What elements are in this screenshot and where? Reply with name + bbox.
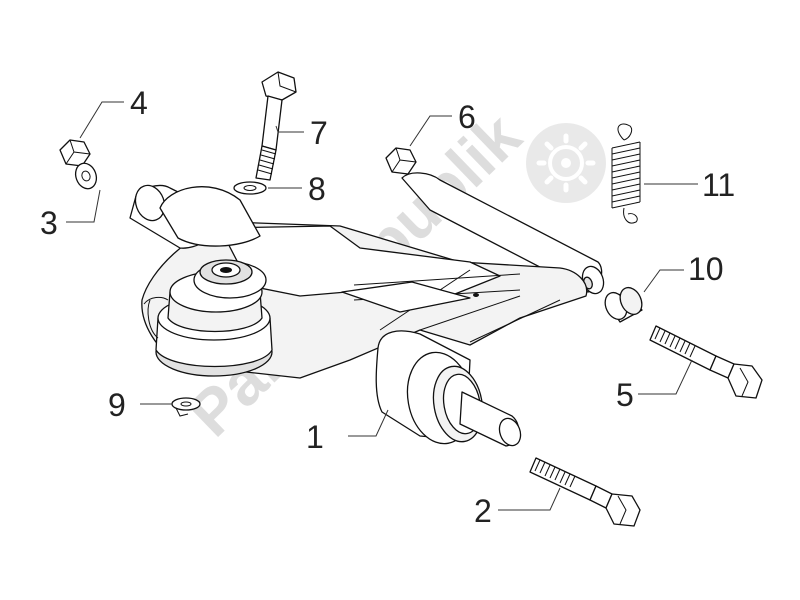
- spacer-10: [604, 286, 643, 323]
- clip-9: [171, 397, 201, 417]
- nut-4: [59, 139, 91, 167]
- callout-11: 11: [702, 167, 735, 203]
- bolt-7: [255, 71, 297, 181]
- bolt-2: [529, 457, 641, 527]
- swing-arm: [129, 172, 605, 447]
- leader-3: [66, 189, 101, 223]
- spring-11: [611, 123, 641, 224]
- leader-4: [79, 101, 124, 139]
- leader-10: [643, 269, 684, 293]
- callout-7: 7: [310, 115, 328, 151]
- washer-3: [74, 162, 98, 190]
- callout-labels: 1 2 3 4 5 6 7 8 9 10 11: [40, 85, 735, 529]
- callout-5: 5: [616, 377, 634, 413]
- callout-2: 2: [474, 493, 492, 529]
- leader-7: [275, 125, 304, 133]
- bolt-5: [649, 325, 763, 399]
- gear-icon: [526, 123, 606, 203]
- callout-10: 10: [688, 251, 724, 287]
- callout-6: 6: [458, 99, 476, 135]
- callout-1: 1: [306, 419, 324, 455]
- leader-lines: [66, 101, 698, 511]
- callout-4: 4: [130, 85, 148, 121]
- leader-2: [498, 487, 561, 511]
- callout-9: 9: [108, 387, 126, 423]
- leader-5: [638, 359, 693, 395]
- washer-8: [233, 181, 267, 195]
- nut-6: [385, 147, 417, 175]
- callout-8: 8: [308, 171, 326, 207]
- leader-1: [348, 409, 389, 437]
- leader-6: [409, 115, 452, 147]
- callout-3: 3: [40, 205, 58, 241]
